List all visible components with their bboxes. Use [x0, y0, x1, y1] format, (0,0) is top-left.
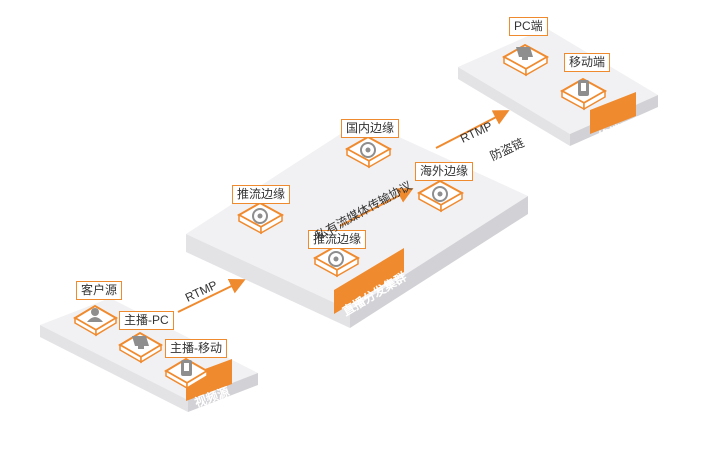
overseas-edge-label: 海外边缘	[415, 162, 474, 181]
node-icon	[328, 251, 344, 267]
anchor-mobile-label: 主播-移动	[165, 339, 227, 358]
user-icon	[87, 308, 103, 322]
anchor-pc-label: 主播-PC	[119, 311, 174, 330]
source-tag-tab	[186, 359, 232, 401]
mobile-client-node	[559, 77, 608, 111]
push-edge-node-2	[312, 244, 361, 278]
mobile-client-label: 移动端	[564, 53, 611, 72]
push-edge-label-2: 推流边缘	[308, 230, 367, 249]
domestic-edge-label: 国内边缘	[341, 119, 400, 138]
mobile-icon	[181, 360, 192, 376]
push-edge-node-1	[236, 201, 285, 235]
node-icon	[432, 186, 448, 202]
anchor-pc-node	[118, 331, 163, 364]
domestic-edge-node	[344, 135, 393, 169]
anchor-mobile-node	[164, 357, 209, 390]
node-icon	[252, 208, 268, 224]
client-source-label: 客户源	[76, 281, 123, 300]
user-tag-tab	[590, 92, 636, 134]
ingest-arrow	[177, 279, 246, 313]
overseas-edge-node	[416, 179, 465, 213]
client-source-node	[73, 304, 118, 337]
monitor-icon	[516, 47, 533, 60]
delivery-arrow	[435, 110, 510, 149]
monitor-icon	[132, 336, 149, 349]
pc-client-label: PC端	[509, 17, 548, 36]
node-icon	[360, 142, 376, 158]
push-edge-label-1: 推流边缘	[232, 185, 291, 204]
internal-arrow	[339, 188, 414, 227]
cluster-tag-tab	[334, 248, 404, 314]
mobile-icon	[578, 80, 589, 96]
pc-client-node	[501, 43, 550, 77]
